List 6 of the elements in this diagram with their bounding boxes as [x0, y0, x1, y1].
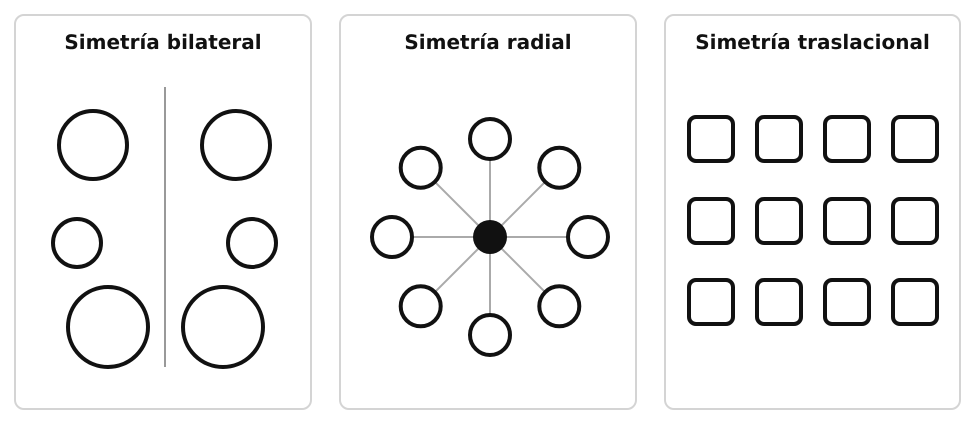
- panel-title: Simetría traslacional: [695, 30, 930, 54]
- panel-title: Simetría radial: [404, 30, 572, 54]
- panel-card: [664, 14, 961, 410]
- panel-title: Simetría bilateral: [64, 30, 262, 54]
- panel-card: [14, 14, 312, 410]
- panel-card: [339, 14, 637, 410]
